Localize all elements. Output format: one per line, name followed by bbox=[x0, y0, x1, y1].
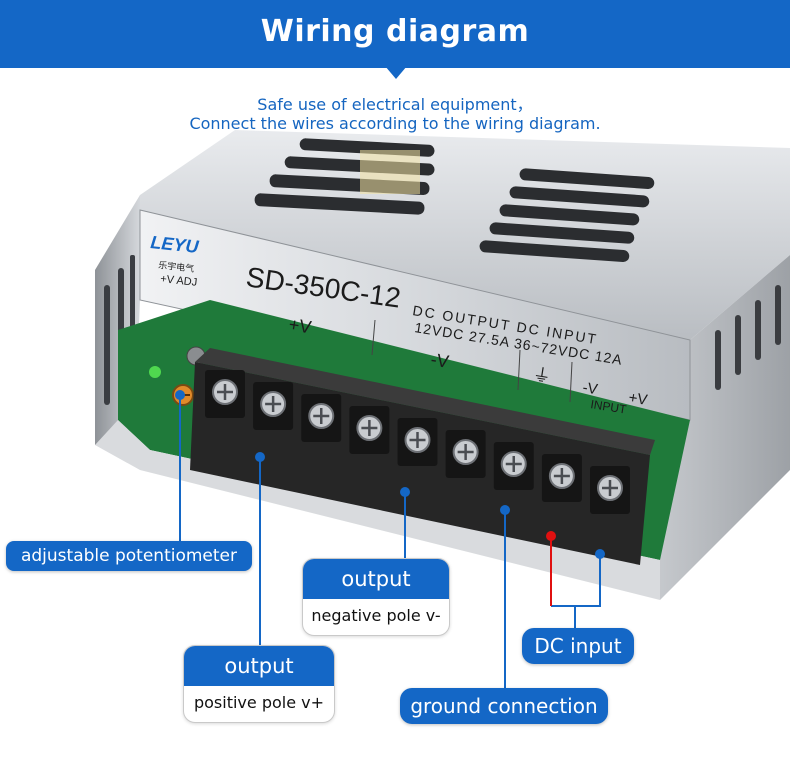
output-negative-desc: negative pole v- bbox=[311, 606, 441, 625]
label-plus-v: +V bbox=[287, 314, 312, 337]
output-negative-callout: output negative pole v- bbox=[302, 558, 450, 636]
adj-label: +V ADJ bbox=[160, 273, 198, 289]
bottom-chassis bbox=[95, 420, 660, 600]
callout-dots bbox=[175, 390, 605, 559]
output-positive-callout: output positive pole v+ bbox=[183, 645, 335, 723]
dc-input-callout: DC input bbox=[522, 628, 634, 664]
label-input-plus: +V bbox=[627, 389, 648, 409]
label-input-minus: -V bbox=[581, 379, 598, 398]
label-input: INPUT bbox=[590, 397, 628, 417]
label-dividers bbox=[371, 319, 573, 403]
ground-symbol-icon: ⏚ bbox=[531, 364, 552, 388]
subtitle-line-2: Connect the wires according to the wirin… bbox=[189, 114, 601, 133]
subtitle-line-1: Safe use of electrical equipment， bbox=[257, 95, 533, 114]
header-banner bbox=[0, 0, 790, 68]
right-side-vents bbox=[715, 285, 781, 390]
led-indicator bbox=[149, 366, 161, 378]
adjustable-potentiometer-callout: adjustable potentiometer bbox=[6, 541, 252, 571]
header-banner-notch bbox=[385, 66, 407, 79]
output-positive-desc: positive pole v+ bbox=[193, 693, 325, 712]
terminal-screws bbox=[205, 370, 630, 514]
output-positive-title: output bbox=[184, 646, 334, 686]
brand-cn: 乐宇电气 bbox=[158, 259, 195, 275]
inner-glint bbox=[360, 150, 420, 194]
vent-slots-right bbox=[479, 168, 655, 263]
page-title: Wiring diagram bbox=[260, 14, 530, 49]
output-negative-title: output bbox=[303, 559, 449, 599]
ground-connection-callout: ground connection bbox=[400, 688, 608, 724]
callout-leaders bbox=[179, 395, 601, 690]
label-minus-v: -V bbox=[429, 349, 450, 372]
